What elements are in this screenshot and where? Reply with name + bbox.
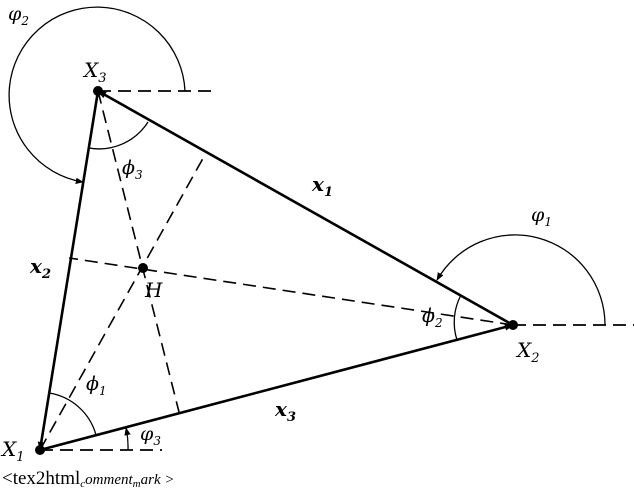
label-phi1: ϕ1 [86,373,107,398]
label-varphi2: φ2 [8,3,29,28]
label-phi3: ϕ3 [122,157,143,182]
angle-arc-phi3 [88,121,149,150]
angle-arc-phi1 [48,392,97,436]
vertex-x2-dot [508,320,518,330]
label-side-x2: x2 [29,254,51,282]
label-varphi3: φ3 [140,423,161,448]
caption-sub-c: c [80,478,86,490]
side-x1-line [97,89,514,327]
label-side-x3: x3 [274,397,296,425]
label-x1: X1 [0,437,25,465]
angle-arc-phi2 [453,294,462,341]
altitude-from-x1 [39,152,207,451]
altitude-from-x3 [97,90,180,413]
label-x2: X2 [515,338,540,366]
orthocenter-h-dot [138,263,148,273]
caption-sub-m: m [132,478,141,490]
vertex-x1-dot [35,445,45,455]
caption-middle: omment [85,472,133,488]
caption-suffix: ark > [140,472,175,488]
label-phi2: ϕ2 [422,305,443,330]
label-side-x1: x1 [311,172,333,200]
vertex-x3-dot [93,86,103,96]
rotation-arc-varphi1 [436,234,606,326]
label-h: H [144,278,163,302]
rotation-arc-varphi2 [8,6,186,184]
side-x3-line [39,323,514,452]
altitude-from-x2 [68,257,514,326]
label-x3: X3 [82,58,107,86]
side-x2-line [37,90,100,451]
tex2html-comment-mark: <tex2htmlcommentmark > [2,468,174,490]
caption-prefix: <tex2html [2,468,81,489]
rotation-arc-varphi3 [124,427,131,451]
label-varphi1: φ1 [531,204,552,229]
